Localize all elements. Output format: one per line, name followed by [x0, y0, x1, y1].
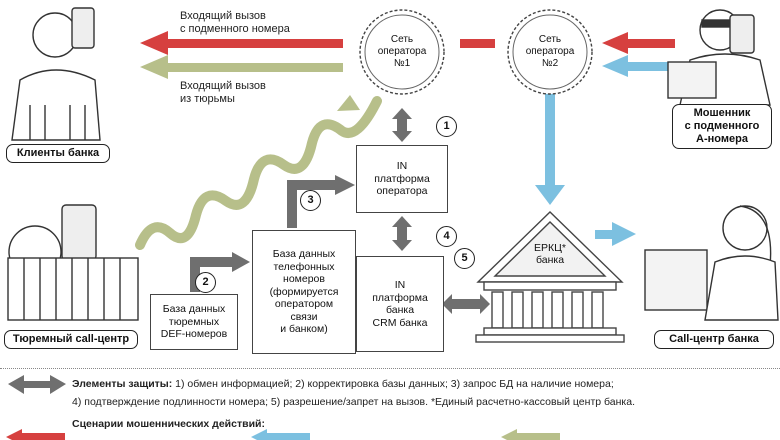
bank-building	[475, 211, 625, 343]
badge-5: 5	[454, 248, 475, 269]
legend-arrows	[6, 375, 560, 440]
in-operator-box: IN платформа оператора	[356, 145, 448, 213]
prison-wave	[135, 96, 382, 250]
spoofed-call-label: Входящий вызов с подменного номера	[180, 10, 290, 35]
network-1-label: Сеть оператора №1	[377, 34, 427, 69]
legend-title: Элементы защиты:	[72, 378, 173, 390]
badge-1: 1	[436, 116, 457, 137]
prison-figure	[7, 204, 139, 321]
clients-figure	[11, 7, 101, 141]
badge-3: 3	[300, 190, 321, 211]
db-prison-box: База данных тюремных DEF-номеров	[150, 294, 238, 350]
cloud-operator-2	[507, 9, 593, 95]
prison-call-label: Входящий вызов из тюрьмы	[180, 80, 266, 105]
badge-2: 2	[195, 272, 216, 293]
bank-callcenter-caption: Call-центр банка	[654, 330, 774, 349]
legend-line-1: Элементы защиты: 1) обмен информацией; 2…	[72, 378, 614, 391]
gray-links	[190, 108, 490, 314]
legend-line-1-text: 1) обмен информацией; 2) корректировка б…	[172, 378, 614, 390]
cloud-operator-1	[359, 9, 445, 95]
in-bank-box: IN платформа банка CRM банка	[356, 256, 444, 352]
red-call-arrow	[140, 31, 675, 55]
erkc-label: ЕРКЦ* банка	[534, 242, 566, 266]
prison-callcenter-caption: Тюремный call-центр	[4, 330, 138, 349]
badge-4: 4	[436, 226, 457, 247]
bank-callcenter-figure	[644, 205, 779, 321]
clients-caption: Клиенты банка	[6, 144, 110, 163]
network-2-label: Сеть оператора №2	[525, 34, 575, 69]
legend-divider	[0, 368, 780, 369]
fraudster-caption: Мошенник с подменного А-номера	[672, 104, 772, 149]
blue-call-arrow	[535, 55, 675, 246]
legend-scenarios: Сценарии мошеннических действий:	[72, 418, 265, 430]
legend-line-2: 4) подтверждение подлинности номера; 5) …	[72, 396, 636, 408]
db-phones-box: База данных телефонных номеров (формируе…	[252, 230, 356, 354]
fraudster-figure	[667, 9, 771, 106]
olive-call-arrow	[140, 55, 343, 79]
